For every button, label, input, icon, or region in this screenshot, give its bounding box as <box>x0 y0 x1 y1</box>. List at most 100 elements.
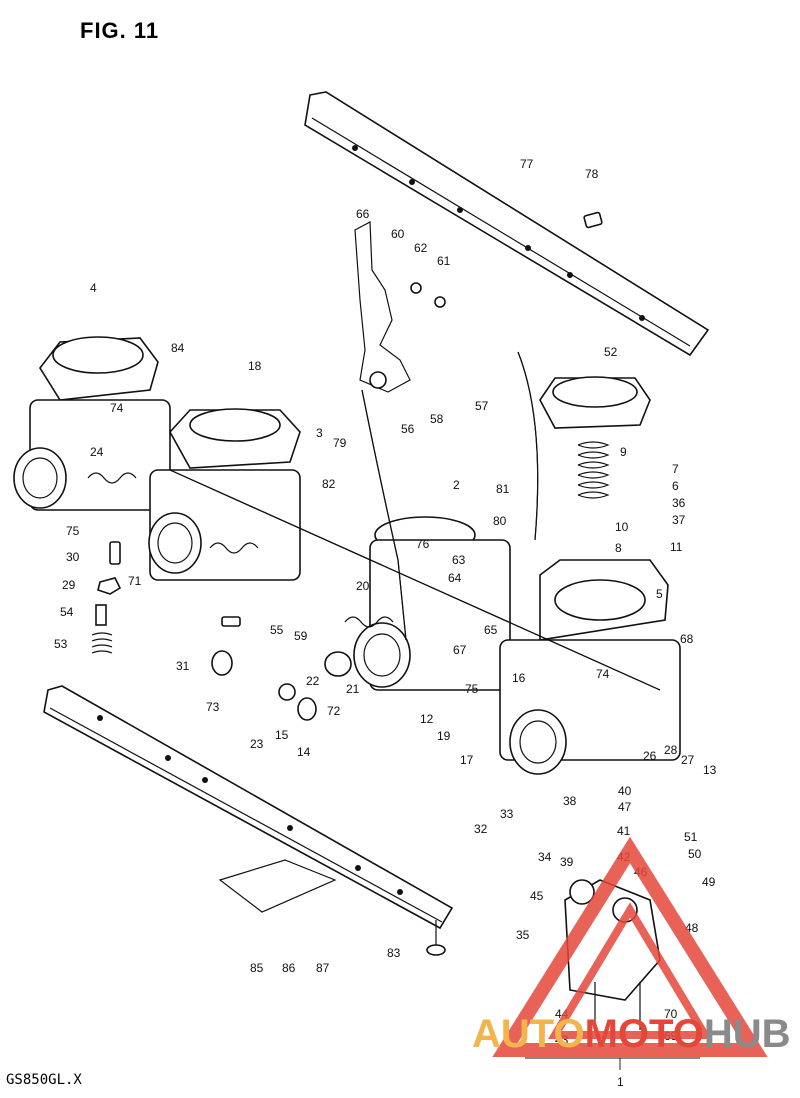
carburetor-2 <box>148 408 301 581</box>
callout: 50 <box>688 847 702 861</box>
callout: 67 <box>453 643 467 657</box>
carburetor-1 <box>13 336 171 511</box>
callout: 61 <box>437 254 451 268</box>
callout: 55 <box>270 623 284 637</box>
callout: 57 <box>475 399 489 413</box>
callout: 56 <box>401 422 415 436</box>
watermark-word-moto: MOTO <box>584 1012 704 1056</box>
callout: 53 <box>54 637 68 651</box>
callout: 10 <box>615 520 629 534</box>
callout: 22 <box>306 674 320 688</box>
callout: 14 <box>297 745 311 759</box>
callout: 37 <box>672 513 686 527</box>
callout: 5 <box>656 587 663 601</box>
callout: 3 <box>316 426 323 440</box>
callout: 75 <box>465 682 479 696</box>
callout: 20 <box>356 579 370 593</box>
callout: 28 <box>664 743 678 757</box>
spring-9 <box>577 441 610 499</box>
callout: 51 <box>684 830 698 844</box>
figure-title: FIG. 11 <box>80 18 160 43</box>
callout: 31 <box>176 659 190 673</box>
callout: 21 <box>346 682 360 696</box>
callout: 76 <box>416 537 430 551</box>
callout: 35 <box>516 928 530 942</box>
callout: 16 <box>512 671 526 685</box>
callout: 83 <box>387 946 401 960</box>
callout: 62 <box>414 241 428 255</box>
callout: 11 <box>670 540 683 554</box>
callout: 34 <box>538 850 552 864</box>
callout: 26 <box>643 749 657 763</box>
watermark-text: AUTOMOTOHUB <box>472 1012 791 1057</box>
callout: 81 <box>496 482 510 496</box>
callout: 15 <box>275 728 289 742</box>
watermark-word-hub: HUB <box>703 1012 791 1056</box>
callout: 40 <box>618 784 632 798</box>
callout: 74 <box>110 401 124 415</box>
callout-layer: 77 78 66 60 62 61 4 84 18 52 3 74 57 58 … <box>54 157 717 1089</box>
callout: 7 <box>672 462 679 476</box>
callout: 86 <box>282 961 296 975</box>
callout: 85 <box>250 961 264 975</box>
callout: 73 <box>206 700 220 714</box>
screw-78 <box>583 211 603 229</box>
callout: 74 <box>596 667 610 681</box>
callout: 41 <box>617 824 631 838</box>
callout: 49 <box>702 875 716 889</box>
callout: 17 <box>460 753 474 767</box>
callout: 32 <box>474 822 488 836</box>
callout: 1 <box>617 1075 624 1089</box>
callout: 18 <box>248 359 262 373</box>
callout: 47 <box>618 800 632 814</box>
callout: 36 <box>672 496 686 510</box>
callout: 29 <box>62 578 76 592</box>
callout: 80 <box>493 514 507 528</box>
callout: 24 <box>90 445 104 459</box>
carburetor-3 <box>344 516 511 691</box>
callout: 52 <box>604 345 618 359</box>
lower-mounting-bar <box>43 685 454 956</box>
callout: 87 <box>316 961 330 975</box>
cable-clip-85 <box>218 859 337 913</box>
callout: 78 <box>585 167 599 181</box>
callout: 9 <box>620 445 627 459</box>
callout: 71 <box>128 574 142 588</box>
callout: 79 <box>333 436 347 450</box>
fuel-pipe <box>169 469 661 691</box>
callout: 8 <box>615 541 622 555</box>
callout: 23 <box>250 737 264 751</box>
callout: 12 <box>420 712 434 726</box>
callout: 6 <box>672 479 679 493</box>
callout: 45 <box>530 889 544 903</box>
callout: 13 <box>703 763 717 777</box>
callout: 58 <box>430 412 444 426</box>
fuel-hoses <box>361 351 539 641</box>
callout: 75 <box>66 524 80 538</box>
callout: 65 <box>484 623 498 637</box>
callout: 19 <box>437 729 451 743</box>
callout: 2 <box>453 478 460 492</box>
callout: 70 <box>664 1007 678 1021</box>
callout: 59 <box>294 629 308 643</box>
callout: 72 <box>327 704 341 718</box>
callout: 82 <box>322 477 336 491</box>
callout: 64 <box>448 571 462 585</box>
callout: 30 <box>66 550 80 564</box>
watermark-word-auto: AUTO <box>472 1012 585 1056</box>
callout: 38 <box>563 794 577 808</box>
callout: 4 <box>90 281 97 295</box>
callout: 60 <box>391 227 405 241</box>
callout: 66 <box>356 207 370 221</box>
callout: 33 <box>500 807 514 821</box>
callout: 27 <box>681 753 695 767</box>
callout: 39 <box>560 855 574 869</box>
watermark-logo <box>492 836 768 1057</box>
callout: 84 <box>171 341 185 355</box>
model-code: GS850GL.X <box>6 1072 82 1088</box>
small-left-parts <box>91 541 352 721</box>
carburetor-4 <box>499 376 681 775</box>
callout: 63 <box>452 553 466 567</box>
upper-mounting-bar <box>304 91 710 357</box>
